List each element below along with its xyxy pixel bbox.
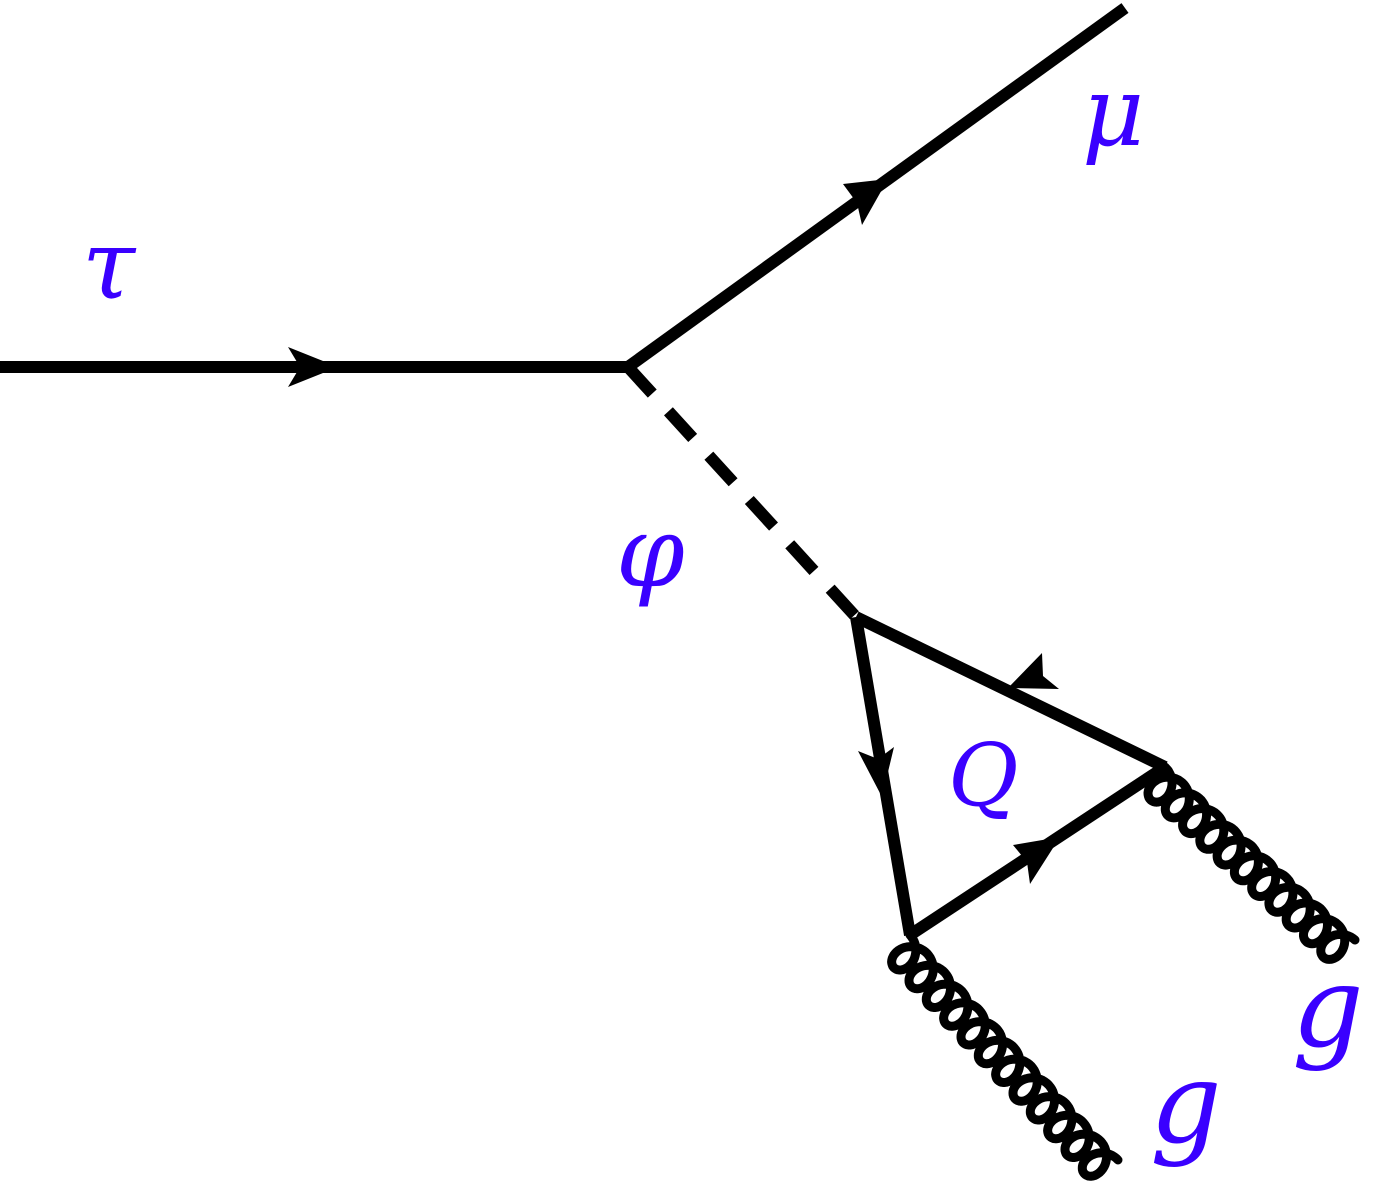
label-phi: φ bbox=[616, 496, 685, 610]
gluon-line-2 bbox=[887, 930, 1123, 1181]
quark-arrow-bottom bbox=[1013, 837, 1060, 884]
tau-arrow bbox=[288, 347, 338, 387]
label-gluon-2: g bbox=[1150, 1039, 1222, 1169]
muon-arrow bbox=[843, 179, 888, 225]
label-quark: Q bbox=[948, 726, 1019, 826]
label-tau: τ bbox=[82, 209, 137, 321]
label-gluon-1: g bbox=[1292, 943, 1364, 1073]
quark-arrow-top bbox=[1008, 653, 1059, 689]
label-mu: μ bbox=[1082, 56, 1144, 168]
quark-line-top bbox=[853, 611, 1168, 773]
gluon-line-1 bbox=[1143, 762, 1360, 964]
quark-arrow-left bbox=[858, 747, 894, 797]
